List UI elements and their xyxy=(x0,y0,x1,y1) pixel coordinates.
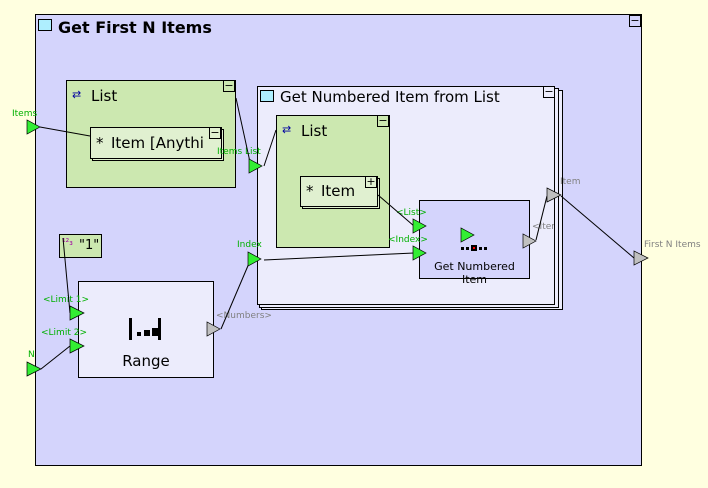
port-list-in xyxy=(412,218,427,234)
wire-constant xyxy=(62,237,71,314)
port-numbers xyxy=(206,321,221,337)
inner-item-node[interactable]: * Item xyxy=(300,176,378,207)
wire-list-out xyxy=(235,97,251,163)
port-label-first-n-items: First N Items xyxy=(644,240,701,250)
port-label-numbers: <Numbers> xyxy=(216,311,272,321)
range-label: Range xyxy=(122,352,170,370)
port-item-out xyxy=(546,187,562,203)
port-label-items-out: <Items> xyxy=(532,222,554,232)
collapse-button[interactable]: − xyxy=(629,14,641,27)
wire-items xyxy=(39,126,91,137)
collapse-item-button[interactable]: − xyxy=(209,126,221,139)
subroutine-title: Get Numbered Item from List xyxy=(280,88,500,106)
range-icon xyxy=(129,318,161,340)
list-icon: ⇄ xyxy=(72,88,82,101)
item-label: Item [Anythi xyxy=(111,134,204,152)
port-label-items-list: Items List xyxy=(217,147,261,157)
constant-node[interactable]: ¹²₃ "1" xyxy=(59,234,102,258)
port-label-n: N xyxy=(28,350,35,360)
wire-items-out xyxy=(535,195,548,241)
collapse-list-button[interactable]: − xyxy=(223,79,235,92)
wire-n xyxy=(40,345,71,370)
index-icon xyxy=(461,245,487,251)
collapse-sub-button[interactable]: − xyxy=(543,85,555,98)
wire-items-list xyxy=(263,129,277,167)
port-label-item: Item xyxy=(560,177,581,187)
list-title: List xyxy=(91,87,118,105)
page-title: Get First N Items xyxy=(58,18,212,37)
list-icon: ⇄ xyxy=(282,123,292,136)
port-label-items: Items xyxy=(12,109,38,119)
number-icon: ¹²₃ xyxy=(62,238,73,248)
port-limit1 xyxy=(69,305,85,321)
wire-item-list xyxy=(377,194,415,227)
port-label-list: <List> xyxy=(396,208,427,218)
node-label: Get Numbered Item xyxy=(434,260,515,286)
asterisk-icon: * xyxy=(96,134,104,152)
subroutine-icon xyxy=(260,90,274,102)
port-index-in xyxy=(412,245,427,261)
wire-first-n xyxy=(560,195,635,259)
range-node[interactable]: Range xyxy=(78,281,214,378)
wire-index xyxy=(263,252,415,261)
subroutine-icon xyxy=(38,19,52,31)
constant-value: "1" xyxy=(79,238,100,253)
port-items-list xyxy=(248,158,263,174)
expand-item-button[interactable]: + xyxy=(365,175,377,188)
inner-list-title: List xyxy=(301,122,328,140)
port-label-index-in: <Index> xyxy=(388,235,428,245)
get-numbered-item-node[interactable]: Get Numbered Item xyxy=(419,200,530,286)
port-limit2 xyxy=(69,338,85,354)
port-label-limit1: <Limit 1> xyxy=(43,295,89,305)
port-first-n-items xyxy=(633,250,649,266)
port-label-index: Index xyxy=(237,240,262,250)
wire-numbers xyxy=(220,260,251,330)
collapse-inner-list-button[interactable]: − xyxy=(377,114,389,127)
port-label-limit2: <Limit 2> xyxy=(41,328,87,338)
port-items-out xyxy=(522,233,537,249)
port-n xyxy=(26,361,42,377)
port-index xyxy=(247,251,262,267)
item-node[interactable]: * Item [Anythi xyxy=(90,127,222,159)
port-items xyxy=(26,119,41,135)
asterisk-icon: * xyxy=(306,182,314,200)
start-icon xyxy=(460,227,475,243)
inner-item-label: Item xyxy=(321,182,356,200)
